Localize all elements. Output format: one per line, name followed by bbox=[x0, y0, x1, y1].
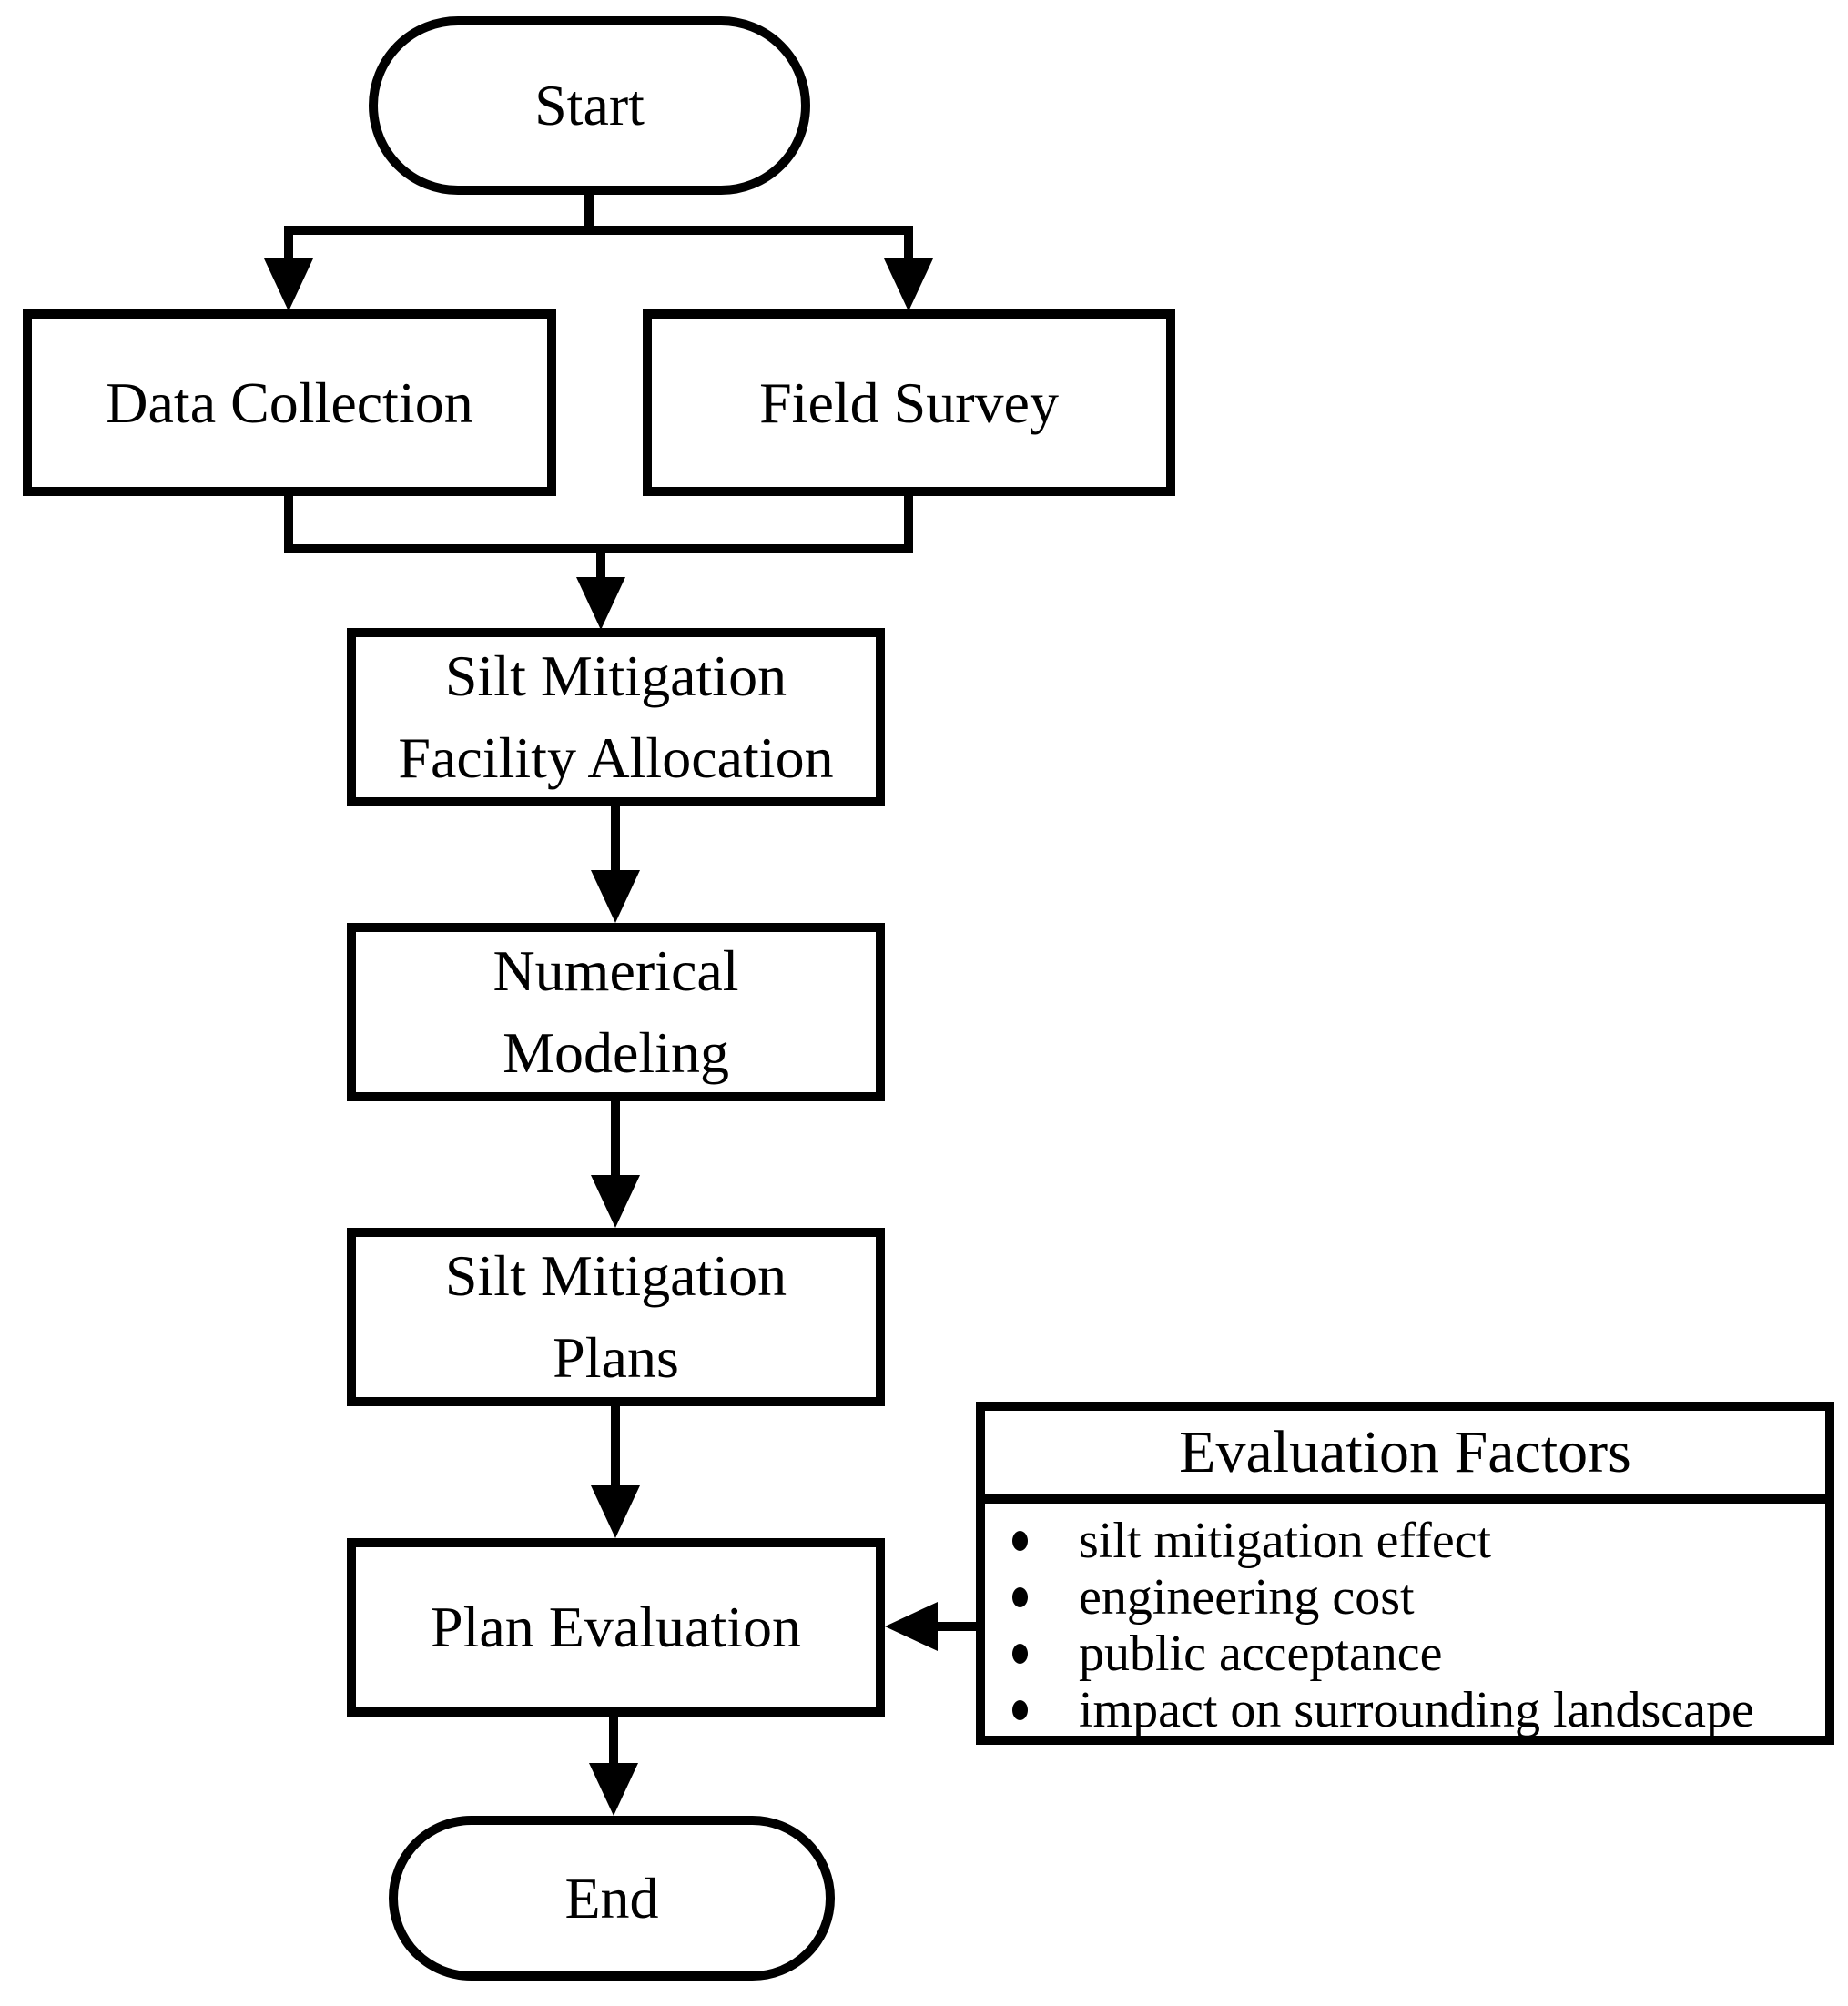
arrowhead-into-silt-allocation bbox=[576, 577, 625, 630]
bullet-icon bbox=[1012, 1587, 1028, 1607]
evaluation-factor-item: silt mitigation effect bbox=[1012, 1513, 1825, 1569]
node-silt-allocation-label-line2: Facility Allocation bbox=[398, 725, 834, 790]
bullet-icon bbox=[1012, 1644, 1028, 1664]
node-silt-mitigation-plans: Silt Mitigation Plans bbox=[347, 1228, 885, 1406]
node-silt-mitigation-facility-allocation: Silt Mitigation Facility Allocation bbox=[347, 628, 885, 806]
arrowhead-into-plan-evaluation-right bbox=[885, 1602, 938, 1651]
node-field-survey-label: Field Survey bbox=[759, 370, 1059, 435]
connector-silt-to-numerical bbox=[611, 804, 620, 874]
node-end-label: End bbox=[564, 1865, 659, 1930]
node-numerical-modeling: Numerical Modeling bbox=[347, 923, 885, 1101]
connector-numerical-to-plans bbox=[611, 1099, 620, 1177]
evaluation-factors-panel: Evaluation Factors silt mitigation effec… bbox=[976, 1402, 1834, 1745]
evaluation-factors-list: silt mitigation effect engineering cost … bbox=[985, 1504, 1825, 1738]
node-silt-plans-label-line1: Silt Mitigation bbox=[444, 1243, 787, 1308]
connector-data-collection-down bbox=[284, 494, 293, 551]
node-silt-allocation-label-line1: Silt Mitigation bbox=[444, 643, 787, 708]
evaluation-factor-text: silt mitigation effect bbox=[1079, 1513, 1492, 1569]
node-field-survey: Field Survey bbox=[643, 309, 1175, 496]
arrowhead-into-numerical-modeling bbox=[591, 870, 640, 923]
node-silt-plans-label-line2: Plans bbox=[553, 1325, 679, 1390]
arrowhead-into-silt-plans bbox=[591, 1175, 640, 1228]
evaluation-factor-item: engineering cost bbox=[1012, 1569, 1825, 1626]
node-start: Start bbox=[369, 16, 810, 195]
node-plan-evaluation-label: Plan Evaluation bbox=[430, 1595, 802, 1659]
connector-merge-down bbox=[596, 552, 605, 584]
connector-factors-to-plan-evaluation bbox=[936, 1622, 980, 1631]
evaluation-factor-text: public acceptance bbox=[1079, 1626, 1443, 1682]
evaluation-factor-text: impact on surrounding landscape bbox=[1079, 1682, 1754, 1738]
arrowhead-into-data-collection bbox=[264, 258, 313, 311]
arrowhead-into-end bbox=[589, 1763, 638, 1816]
evaluation-factor-text: engineering cost bbox=[1079, 1569, 1415, 1626]
connector-merge-bar bbox=[284, 544, 913, 553]
arrowhead-into-plan-evaluation bbox=[591, 1485, 640, 1538]
node-numerical-modeling-label-line1: Numerical bbox=[492, 938, 739, 1003]
node-plan-evaluation: Plan Evaluation bbox=[347, 1538, 885, 1717]
arrowhead-into-field-survey bbox=[884, 258, 933, 311]
connector-start-stub bbox=[584, 193, 594, 232]
connector-plans-to-evaluation bbox=[611, 1404, 620, 1487]
node-data-collection: Data Collection bbox=[23, 309, 556, 496]
bullet-icon bbox=[1012, 1700, 1028, 1720]
connector-evaluation-to-end bbox=[609, 1714, 618, 1765]
connector-field-survey-down bbox=[904, 494, 913, 551]
node-end: End bbox=[389, 1816, 835, 1981]
connector-split-right bbox=[904, 233, 913, 269]
node-data-collection-label: Data Collection bbox=[106, 370, 473, 435]
node-numerical-modeling-label-line2: Modeling bbox=[503, 1020, 729, 1085]
connector-split-bar bbox=[284, 226, 913, 235]
evaluation-factors-title: Evaluation Factors bbox=[985, 1411, 1825, 1504]
connector-split-left bbox=[284, 233, 293, 269]
node-start-label: Start bbox=[534, 73, 645, 137]
evaluation-factor-item: impact on surrounding landscape bbox=[1012, 1682, 1825, 1738]
evaluation-factor-item: public acceptance bbox=[1012, 1626, 1825, 1682]
bullet-icon bbox=[1012, 1531, 1028, 1551]
